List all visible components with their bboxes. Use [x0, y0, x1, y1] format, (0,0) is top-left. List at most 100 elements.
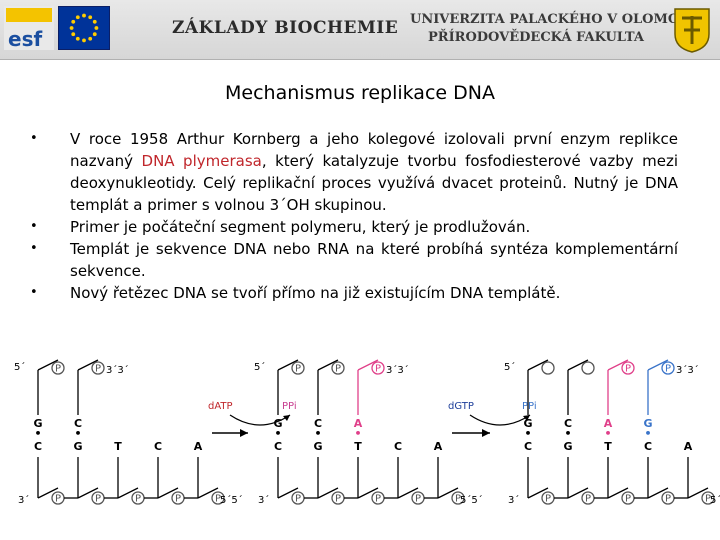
bullet-text: Templát je sekvence DNA nebo RNA na kter… — [70, 240, 678, 280]
phosphate-label: P — [705, 494, 711, 505]
primer-base: C — [564, 417, 572, 430]
eu-flag-icon — [58, 6, 110, 50]
template-base: C — [274, 440, 282, 453]
backbone-line — [317, 487, 339, 499]
template-base: C — [34, 440, 42, 453]
phosphate-circle — [51, 361, 65, 375]
header-banner: esf ZÁKLADY BIOCHEMIE UNIVERZITA PALACKÉ… — [0, 0, 720, 60]
backbone-line — [37, 487, 59, 499]
page-title: Mechanismus replikace DNA — [225, 82, 495, 104]
primer-base: G — [33, 417, 42, 430]
strand-end-3: 3´3´ — [386, 364, 409, 376]
highlighted-term: DNA plymerasa — [141, 152, 262, 170]
base-pair-dot: • — [274, 427, 281, 440]
backbone-line — [567, 487, 589, 499]
phosphate-circle — [331, 361, 345, 375]
esf-logo: esf — [4, 6, 54, 50]
template-base: T — [604, 440, 612, 453]
template-base: C — [154, 440, 162, 453]
base-pair-dot: • — [74, 427, 81, 440]
phosphate-label: P — [455, 494, 461, 505]
substrate-label: dGTP — [448, 401, 474, 412]
phosphate-circle — [621, 361, 635, 375]
primer-base: G — [643, 417, 652, 430]
bullet-list: V roce 1958 Arthur Kornberg a jeho koleg… — [30, 128, 678, 304]
phosphate-circle — [291, 361, 305, 375]
phosphate-circle — [701, 491, 715, 505]
bullet-text: Nový řetězec DNA se tvoří přímo na již e… — [70, 284, 561, 302]
primer-base: G — [523, 417, 532, 430]
phosphate-circle — [541, 361, 555, 375]
template-base: C — [644, 440, 652, 453]
phosphate-label: P — [375, 494, 381, 505]
bullet-item: V roce 1958 Arthur Kornberg a jeho koleg… — [30, 128, 678, 216]
strand-end-5: 5´5´ — [460, 494, 483, 506]
backbone-line — [117, 487, 139, 499]
base-pair-dot: • — [354, 427, 361, 440]
backbone-line — [437, 487, 459, 499]
backbone-line — [277, 359, 299, 371]
template-base: A — [194, 440, 203, 453]
bullet-text: V roce 1958 Arthur Kornberg a jeho koleg… — [70, 130, 678, 170]
phosphate-label: P — [295, 364, 301, 375]
reaction-arrow — [229, 414, 291, 426]
phosphate-label: P — [585, 494, 591, 505]
phosphate-circle — [451, 491, 465, 505]
backbone-line — [77, 487, 99, 499]
template-base: C — [394, 440, 402, 453]
bullet-item: Primer je počáteční segment polymeru, kt… — [30, 216, 678, 238]
phosphate-label: P — [95, 494, 101, 505]
phosphate-label: P — [175, 494, 181, 505]
phosphate-label: P — [375, 364, 381, 375]
backbone-line — [527, 359, 549, 371]
base-pair-dot: • — [34, 427, 41, 440]
phosphate-circle — [661, 361, 675, 375]
phosphate-label: P — [55, 364, 61, 375]
phosphate-label: P — [545, 494, 551, 505]
phosphate-label: P — [625, 494, 631, 505]
backbone-line — [197, 487, 219, 499]
backbone-line — [647, 487, 669, 499]
phosphate-label: P — [215, 494, 221, 505]
phosphate-circle — [371, 361, 385, 375]
phosphate-label: P — [95, 364, 101, 375]
primer-base: G — [273, 417, 282, 430]
backbone-line — [277, 487, 299, 499]
base-pair-dot: • — [524, 427, 531, 440]
backbone-line — [357, 359, 379, 371]
base-pair-dot: • — [314, 427, 321, 440]
bullet-item: Templát je sekvence DNA nebo RNA na kter… — [30, 238, 678, 282]
backbone-line — [567, 359, 589, 371]
backbone-line — [647, 359, 669, 371]
phosphate-label: P — [415, 494, 421, 505]
strand-end-5: 5´ — [254, 361, 265, 373]
template-base: C — [524, 440, 532, 453]
svg-text:esf: esf — [8, 27, 42, 50]
strand-end-3: 3´ — [258, 494, 269, 506]
phosphate-label: P — [295, 494, 301, 505]
phosphate-circle — [91, 361, 105, 375]
phosphate-circle — [581, 361, 595, 375]
primer-base: A — [354, 417, 363, 430]
backbone-line — [157, 487, 179, 499]
backbone-line — [317, 359, 339, 371]
phosphate-label: P — [335, 494, 341, 505]
strand-end-5: 5´5´ — [710, 494, 720, 506]
faculty-name: PŘÍRODOVĚDECKÁ FAKULTA — [428, 30, 644, 45]
base-pair-dot: • — [644, 427, 651, 440]
product-label: PPi — [522, 401, 537, 412]
strand-end-5: 5´ — [504, 361, 515, 373]
primer-base: C — [74, 417, 82, 430]
template-base: G — [563, 440, 572, 453]
backbone-line — [37, 359, 59, 371]
backbone-line — [397, 487, 419, 499]
template-base: A — [434, 440, 443, 453]
bullet-item: Nový řetězec DNA se tvoří přímo na již e… — [30, 282, 678, 304]
template-base: G — [73, 440, 82, 453]
primer-base: A — [604, 417, 613, 430]
strand-end-5: 5´ — [14, 361, 25, 373]
backbone-line — [357, 487, 379, 499]
substrate-label: dATP — [208, 401, 233, 412]
phosphate-label: P — [665, 364, 671, 375]
